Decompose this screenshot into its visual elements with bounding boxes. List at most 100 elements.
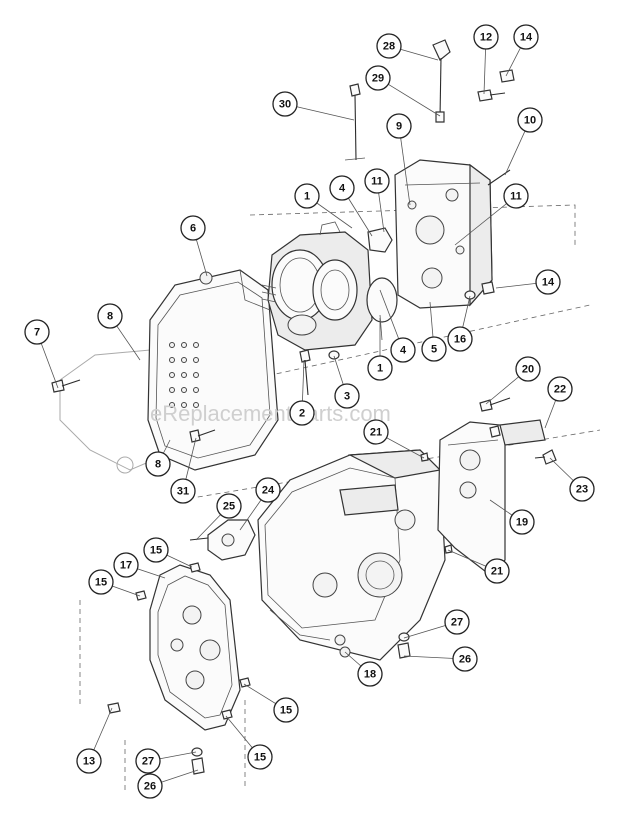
callout-circle: [367, 355, 393, 381]
callout-number: 15: [150, 545, 162, 557]
callout-number: 1: [377, 363, 383, 375]
callout-number: 31: [177, 486, 189, 498]
callout-number: 21: [491, 566, 503, 578]
callout-number: 11: [510, 191, 522, 203]
callout-number: 20: [522, 364, 534, 376]
leader-line: [398, 125, 411, 206]
small-hardware: [464, 69, 515, 300]
callout-circle: [357, 661, 383, 687]
callout-number: 27: [451, 617, 463, 629]
callout-7: 7: [24, 319, 50, 345]
callout-number: 15: [280, 705, 292, 717]
gaskets: [366, 227, 398, 341]
leader-line: [454, 195, 517, 246]
transmission-case: [257, 449, 446, 661]
callout-number: 30: [279, 99, 291, 111]
callout-8: 8: [145, 451, 171, 477]
callout-22: 22: [547, 376, 573, 402]
callout-15: 15: [247, 744, 273, 770]
callout-9: 9: [386, 113, 412, 139]
plug-hardware: [107, 562, 411, 775]
callout-circle: [88, 569, 114, 595]
callout-11: 11: [364, 168, 390, 194]
callout-circle: [386, 113, 412, 139]
callout-number: 1: [304, 191, 310, 203]
callout-circle: [255, 477, 281, 503]
callout-number: 14: [542, 277, 555, 289]
callout-number: 15: [95, 577, 107, 589]
callout-2: 2: [289, 400, 315, 426]
callout-1: 1: [367, 355, 393, 381]
callout-15: 15: [88, 569, 114, 595]
callout-number: 19: [516, 517, 528, 529]
callout-circle: [289, 400, 315, 426]
callout-number: 14: [520, 32, 533, 44]
callout-number: 16: [454, 334, 466, 346]
callout-number: 26: [144, 781, 156, 793]
callout-circle: [513, 24, 539, 50]
callout-number: 9: [396, 121, 402, 133]
callout-15: 15: [273, 697, 299, 723]
callout-number: 8: [107, 311, 113, 323]
callout-circle: [334, 383, 360, 409]
callout-circle: [76, 748, 102, 774]
callout-circle: [216, 493, 242, 519]
callout-26: 26: [452, 646, 478, 672]
callout-11: 11: [503, 183, 529, 209]
callout-28: 28: [376, 33, 402, 59]
callout-circle: [272, 91, 298, 117]
callout-number: 8: [155, 459, 161, 471]
callout-6: 6: [180, 215, 206, 241]
callout-number: 15: [254, 752, 266, 764]
callout-12: 12: [473, 24, 499, 50]
callout-circle: [447, 326, 473, 352]
callout-number: 12: [480, 32, 492, 44]
callout-number: 5: [431, 344, 437, 356]
callout-circle: [329, 175, 355, 201]
callout-circle: [180, 215, 206, 241]
callout-number: 21: [370, 427, 382, 439]
callout-circle: [444, 609, 470, 635]
vent-assembly: [344, 39, 451, 161]
center-plate: [394, 159, 493, 309]
callout-circle: [569, 476, 595, 502]
pump-assembly: [261, 221, 373, 351]
callout-number: 25: [223, 501, 235, 513]
callout-4: 4: [390, 337, 416, 363]
callout-1: 1: [294, 183, 320, 209]
callout-circle: [535, 269, 561, 295]
callout-number: 26: [459, 654, 471, 666]
callout-number: 7: [34, 327, 40, 339]
callout-circle: [517, 107, 543, 133]
callout-20: 20: [515, 356, 541, 382]
left-bolts: [51, 349, 340, 443]
callout-number: 13: [83, 756, 95, 768]
callout-circle: [390, 337, 416, 363]
callout-circle: [247, 744, 273, 770]
callout-31: 31: [170, 478, 196, 504]
callout-circle: [170, 478, 196, 504]
callout-circle: [24, 319, 50, 345]
callout-21: 21: [484, 558, 510, 584]
right-side-cover: [437, 419, 546, 576]
callout-18: 18: [357, 661, 383, 687]
callout-29: 29: [365, 65, 391, 91]
callout-circle: [421, 336, 447, 362]
callout-circle: [135, 748, 161, 774]
callout-circle: [137, 773, 163, 799]
callout-circle: [97, 303, 123, 329]
rear-cover: [147, 269, 279, 471]
callout-4: 4: [329, 175, 355, 201]
callout-circle: [363, 419, 389, 445]
callout-number: 2: [299, 408, 305, 420]
callout-19: 19: [509, 509, 535, 535]
callout-circle: [294, 183, 320, 209]
callout-30: 30: [272, 91, 298, 117]
callout-26: 26: [137, 773, 163, 799]
callout-circle: [484, 558, 510, 584]
callout-circle: [452, 646, 478, 672]
callout-circle: [473, 24, 499, 50]
callout-24: 24: [255, 477, 281, 503]
callout-circle: [515, 356, 541, 382]
